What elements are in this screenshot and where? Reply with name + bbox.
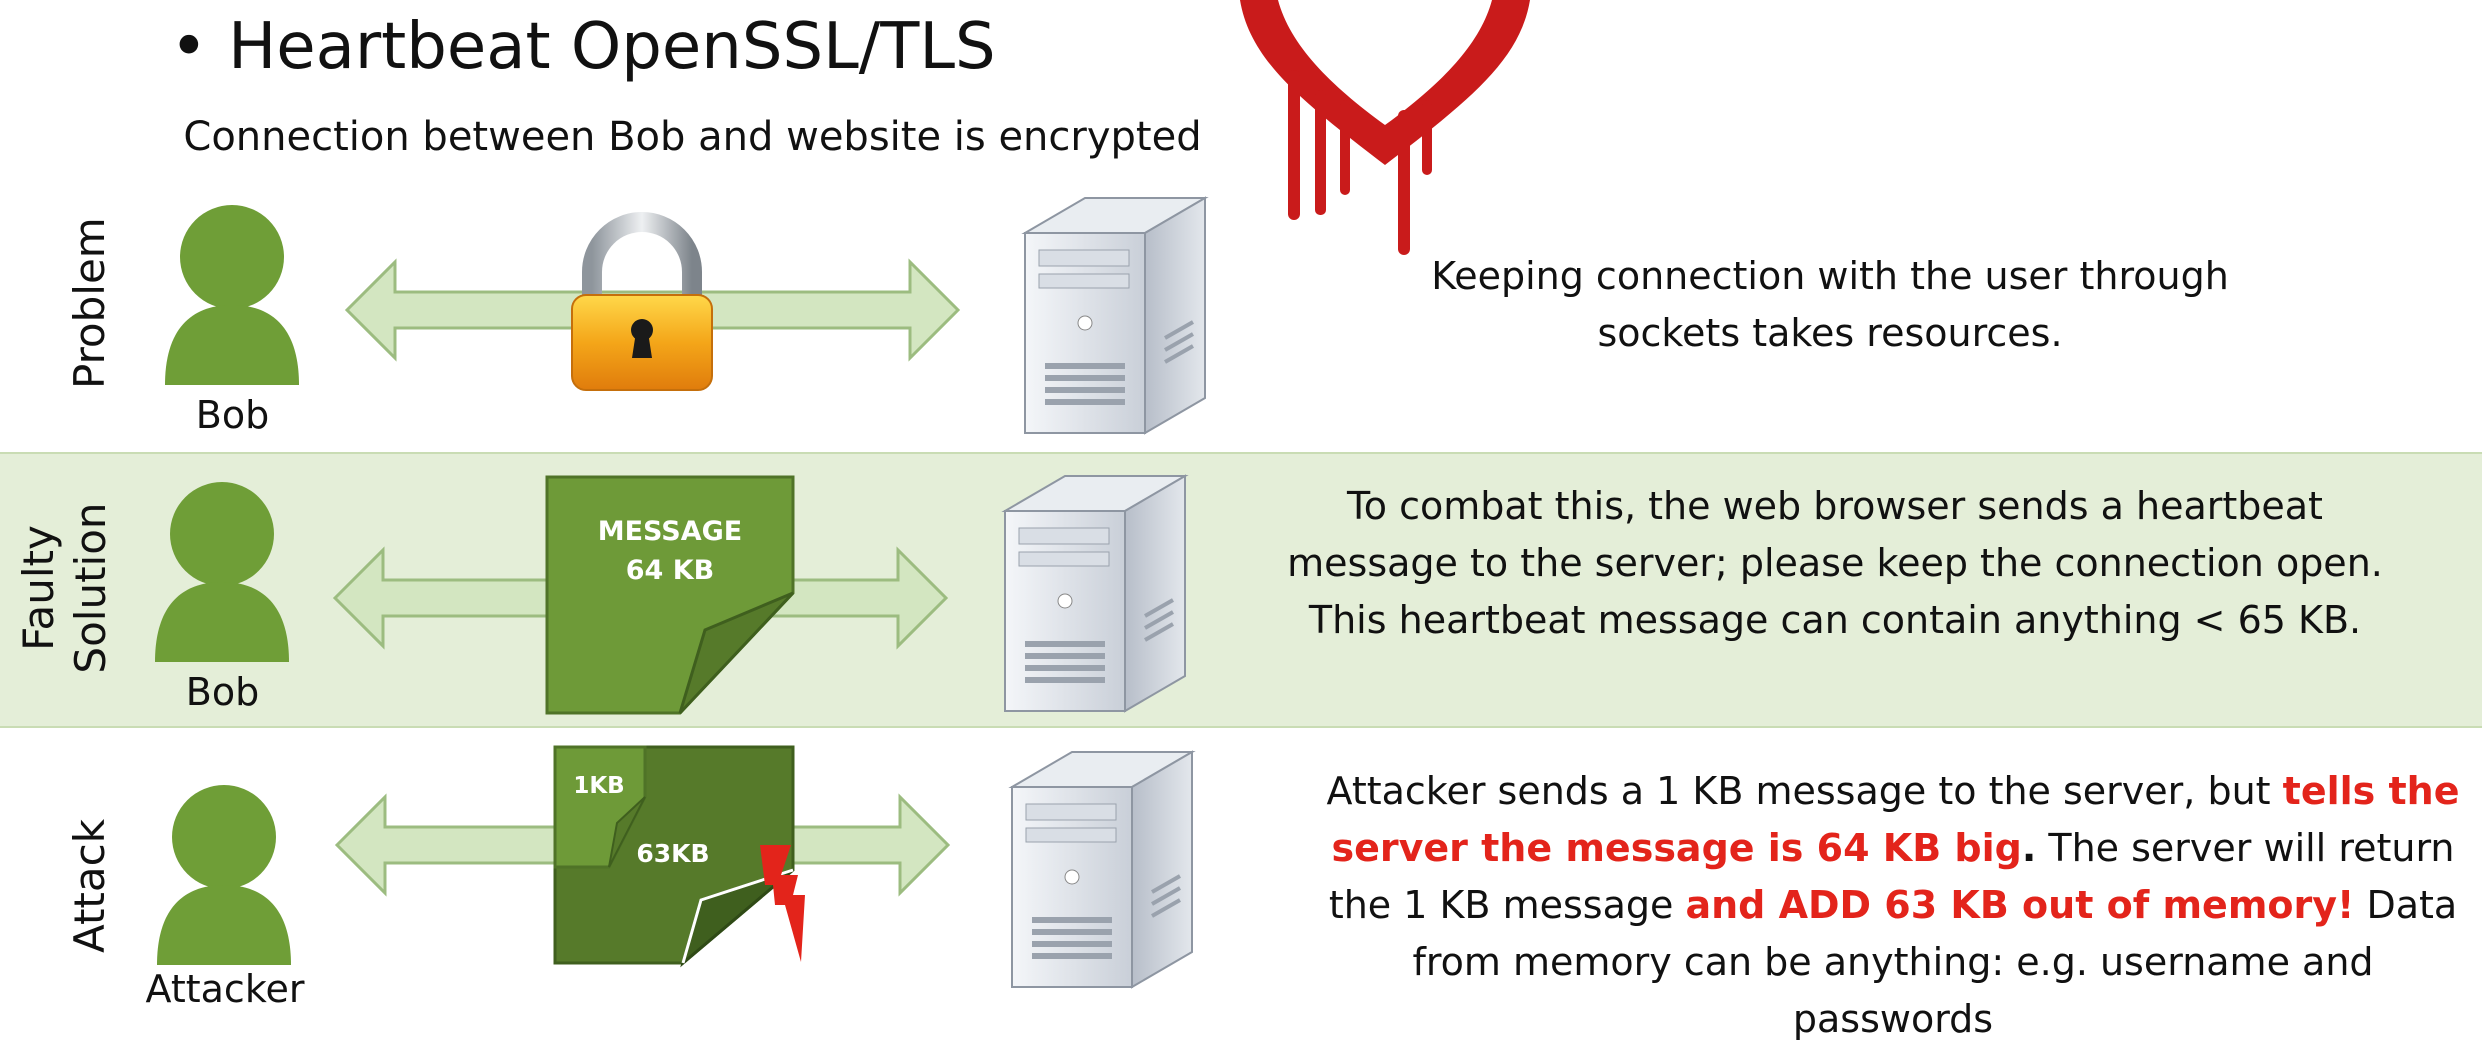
person-icon	[165, 205, 299, 385]
row-label-line1: Faulty	[14, 525, 63, 651]
padlock-icon	[571, 212, 713, 391]
slide-title: • Heartbeat OpenSSL/TLS	[170, 10, 996, 84]
person-icon	[157, 785, 291, 965]
attack-text-highlight-1: tells the server the message is 64 KB bi…	[1331, 769, 2460, 870]
description-line: message to the server; please keep the c…	[1287, 541, 2383, 585]
person-name-bob: Bob	[195, 393, 270, 437]
description-line: This heartbeat message can contain anyth…	[1308, 598, 2362, 642]
attack-text-3: Data from memory can be anything: e.g. u…	[1412, 883, 2458, 1041]
server-tower-icon	[1021, 196, 1209, 435]
server-tower-icon	[1001, 474, 1189, 713]
person-name-bob: Bob	[185, 670, 260, 714]
server-tower-icon	[1008, 750, 1196, 989]
person-name-attacker: Attacker	[145, 967, 305, 1011]
row-label-faulty-solution: Faulty Solution	[13, 493, 117, 683]
description-line: To combat this, the web browser sends a …	[1347, 484, 2323, 528]
attack-text-2: The server will return the 1 KB message	[1328, 826, 2455, 927]
large-message-label: 63KB	[636, 839, 709, 868]
faulty-solution-description: To combat this, the web browser sends a …	[1270, 478, 2400, 649]
attack-text-highlight-2: and ADD 63 KB out of memory!	[1685, 883, 2355, 927]
small-message-label: 1KB	[573, 773, 624, 799]
subtitle: Connection between Bob and website is en…	[183, 114, 1202, 160]
attack-text-1: Attacker sends a 1 KB message to the ser…	[1326, 769, 2283, 813]
attack-description: Attacker sends a 1 KB message to the ser…	[1318, 763, 2468, 1048]
attack-text-period: .	[2021, 826, 2037, 870]
row-label-line2: Solution	[66, 502, 115, 674]
row-label-attack: Attack	[65, 818, 114, 954]
message-document-icon: 1KB 63KB	[553, 745, 805, 968]
row-label-problem: Problem	[65, 217, 114, 389]
person-icon	[155, 482, 289, 662]
heartbleed-logo-icon	[1240, 0, 1530, 255]
lightning-bolt-icon	[760, 845, 805, 962]
message-label: MESSAGE	[598, 516, 743, 547]
message-document-icon: MESSAGE 64 KB	[545, 475, 795, 715]
title-text: Heartbeat OpenSSL/TLS	[228, 10, 996, 84]
bullet: •	[170, 10, 208, 84]
problem-description: Keeping connection with the user through…	[1431, 254, 2229, 355]
message-size: 64 KB	[626, 555, 714, 586]
